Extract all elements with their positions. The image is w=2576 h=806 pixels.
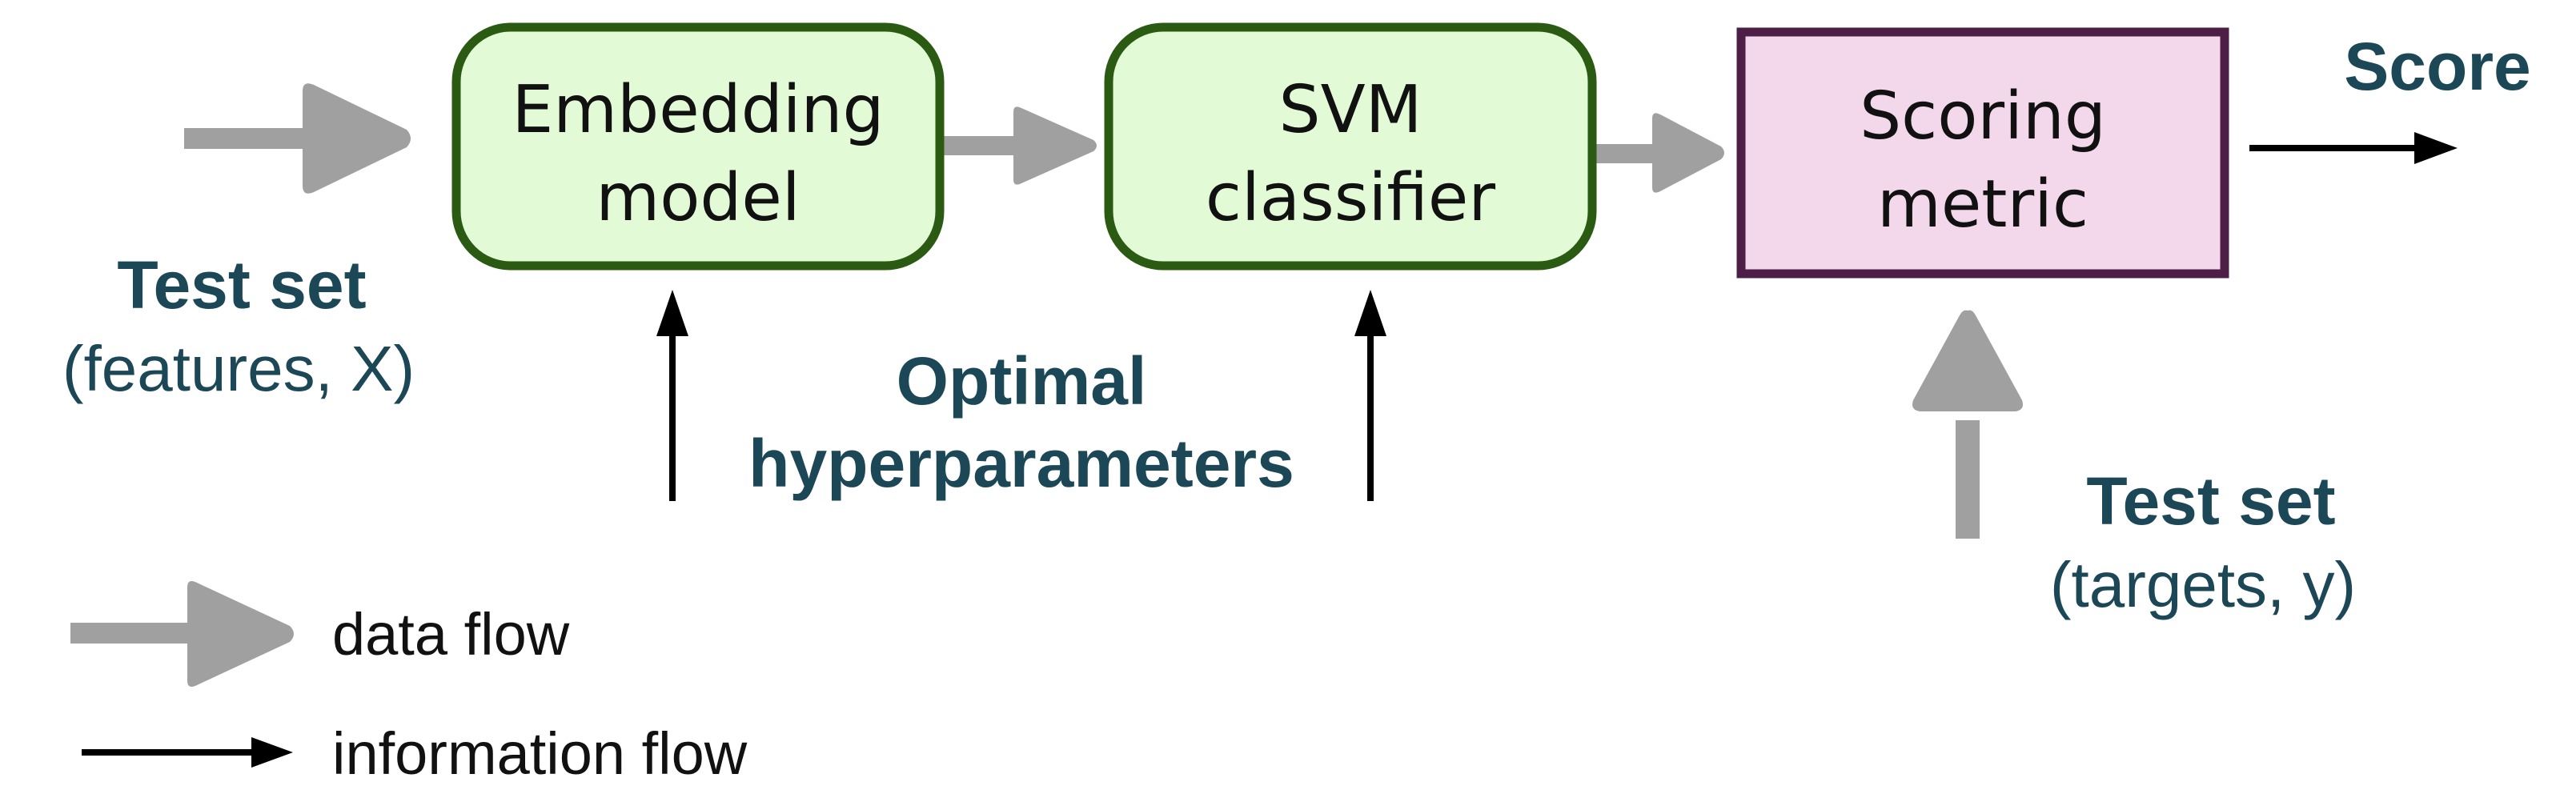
legend-data-flow-arrow-icon xyxy=(70,581,294,687)
scoring-metric-label-line2: metric xyxy=(1877,166,2088,243)
legend: data flow information flow xyxy=(70,581,748,787)
scoring-metric-label-line1: Scoring xyxy=(1860,78,2106,154)
svm-classifier-box: SVM classifier xyxy=(1104,22,1597,271)
embedding-model-label-line1: Embedding xyxy=(512,72,884,148)
embedding-model-label-line2: model xyxy=(596,160,800,236)
test-set-features-subtitle: (features, X) xyxy=(62,333,415,404)
info-flow-arrow-to-embedding xyxy=(656,290,688,501)
optimal-hyperparameters-line1: Optimal xyxy=(897,343,1147,419)
embedding-model-box: Embedding model xyxy=(451,22,945,271)
svm-classifier-label-line1: SVM xyxy=(1279,72,1422,148)
test-set-targets-subtitle: (targets, y) xyxy=(2050,549,2356,620)
legend-data-flow-label: data flow xyxy=(332,601,570,668)
svm-classifier-label-line2: classifier xyxy=(1206,160,1495,236)
legend-information-flow-label: information flow xyxy=(332,720,748,787)
data-flow-arrow-input xyxy=(184,83,411,194)
scoring-metric-box: Scoring metric xyxy=(1736,27,2229,279)
score-label: Score xyxy=(2344,29,2530,104)
data-flow-arrow-embedding-to-svm xyxy=(943,106,1097,185)
info-flow-arrow-to-svm xyxy=(1354,290,1386,501)
legend-information-flow-arrow-icon xyxy=(82,737,293,768)
test-set-targets-title: Test set xyxy=(2086,463,2335,539)
test-set-features-title: Test set xyxy=(117,247,366,323)
info-flow-arrow-score-output xyxy=(2249,132,2458,164)
data-flow-arrow-targets-to-scoring xyxy=(1912,310,2023,539)
optimal-hyperparameters-line2: hyperparameters xyxy=(748,426,1294,501)
data-flow-arrow-svm-to-scoring xyxy=(1595,113,1724,193)
